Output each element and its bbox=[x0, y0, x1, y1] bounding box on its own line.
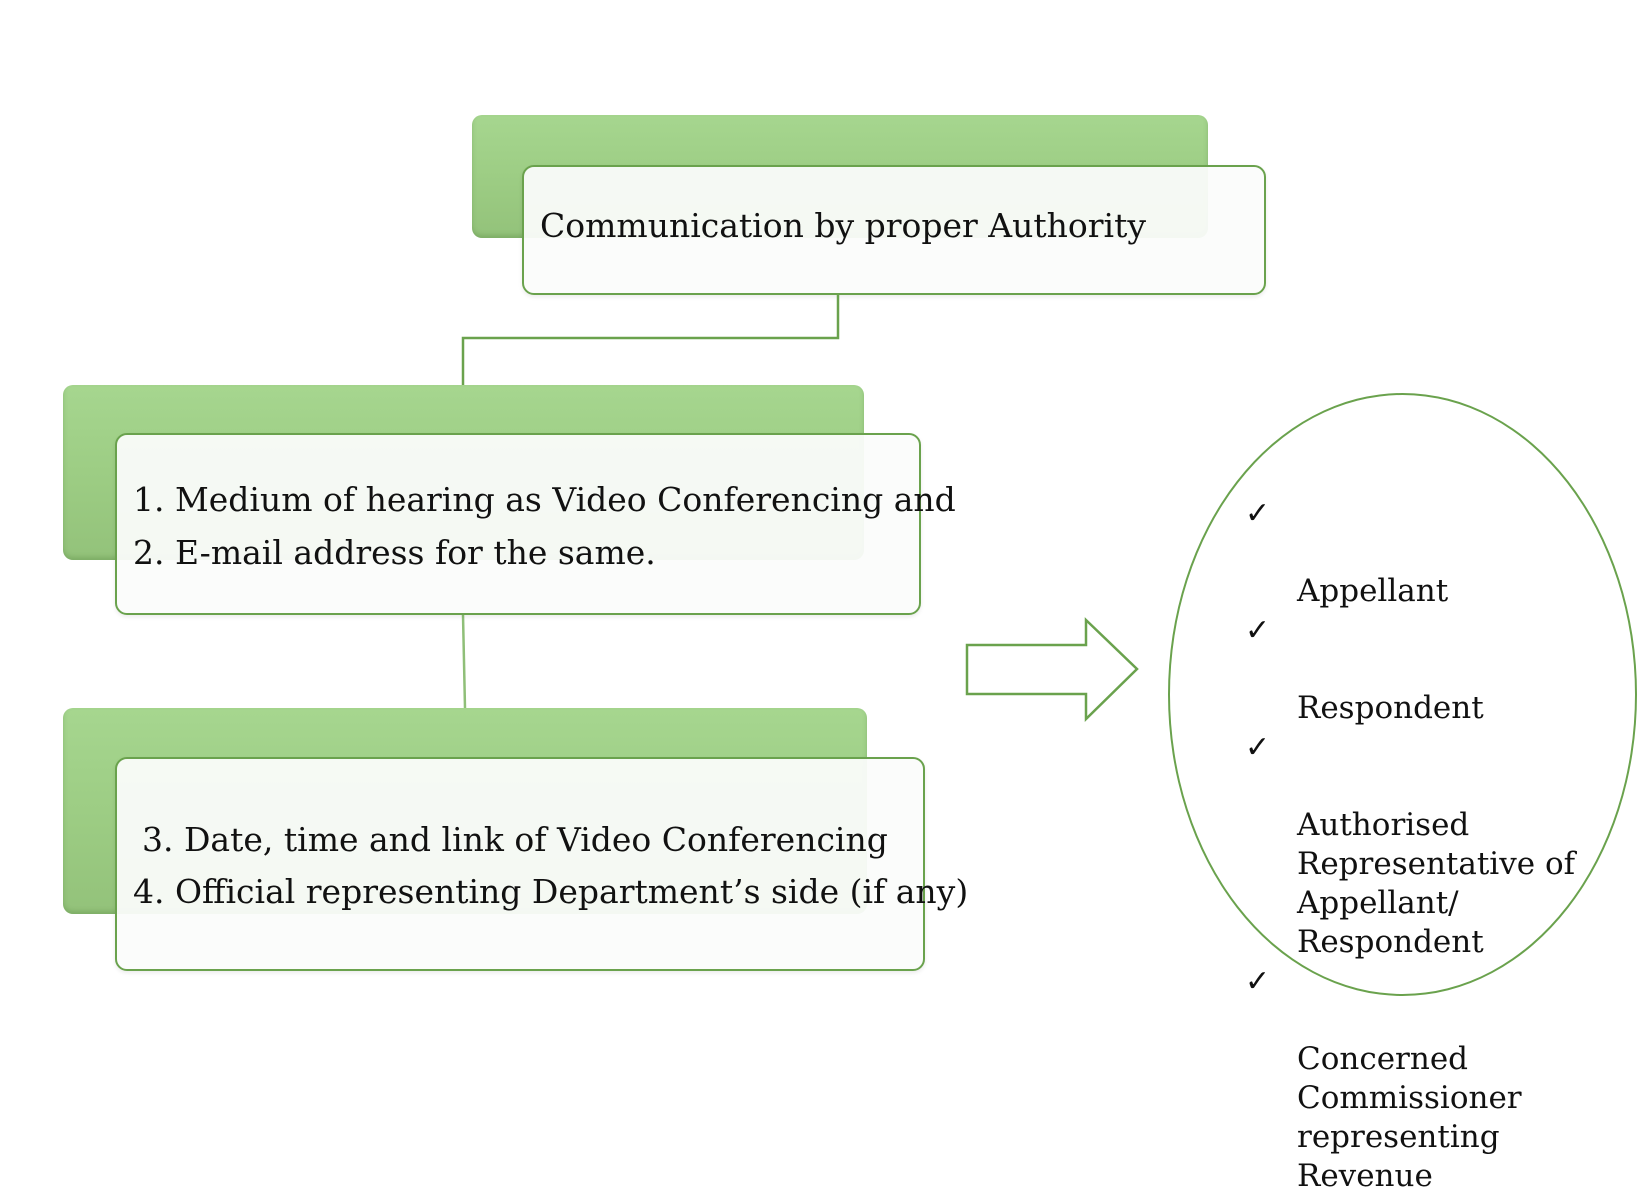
middle-box: 1. Medium of hearing as Video Conferenci… bbox=[115, 433, 956, 615]
top-box: Communication by proper Authority bbox=[522, 165, 1266, 295]
check-icon: ✓ bbox=[1245, 730, 1271, 765]
participants-list: ✓ Appellant ✓ Respondent ✓ Authorised Re… bbox=[1245, 494, 1575, 1196]
bottom-box-line-1: 3. Date, time and link of Video Conferen… bbox=[142, 820, 888, 859]
participant-item: ✓ Respondent bbox=[1245, 611, 1575, 728]
participant-item: ✓ Appellant bbox=[1245, 494, 1575, 611]
check-icon: ✓ bbox=[1245, 964, 1271, 999]
participant-label: Appellant bbox=[1297, 573, 1449, 609]
participant-label: Respondent bbox=[1297, 690, 1484, 726]
middle-box-line-2: 2. E-mail address for the same. bbox=[133, 533, 656, 572]
connector-middle-to-bottom bbox=[461, 614, 467, 709]
check-icon: ✓ bbox=[1245, 613, 1271, 648]
participant-item: ✓ Authorised Representative of Appellant… bbox=[1245, 728, 1575, 962]
middle-box-line-1: 1. Medium of hearing as Video Conferenci… bbox=[133, 480, 956, 519]
bottom-box: 3. Date, time and link of Video Conferen… bbox=[115, 757, 968, 971]
participant-item: ✓ Concerned Commissioner representing Re… bbox=[1245, 962, 1575, 1196]
participants-ellipse bbox=[1168, 393, 1637, 996]
check-icon: ✓ bbox=[1245, 496, 1271, 531]
connector-lines bbox=[461, 295, 840, 709]
participant-label: Authorised Representative of Appellant/ … bbox=[1297, 807, 1576, 960]
connector-top-to-middle bbox=[461, 295, 840, 385]
participant-label: Concerned Commissioner representing Reve… bbox=[1297, 1041, 1522, 1194]
bottom-box-line-2: 4. Official representing Department’s si… bbox=[133, 872, 969, 911]
right-arrow-icon bbox=[965, 617, 1139, 722]
top-box-text: Communication by proper Authority bbox=[540, 206, 1146, 245]
